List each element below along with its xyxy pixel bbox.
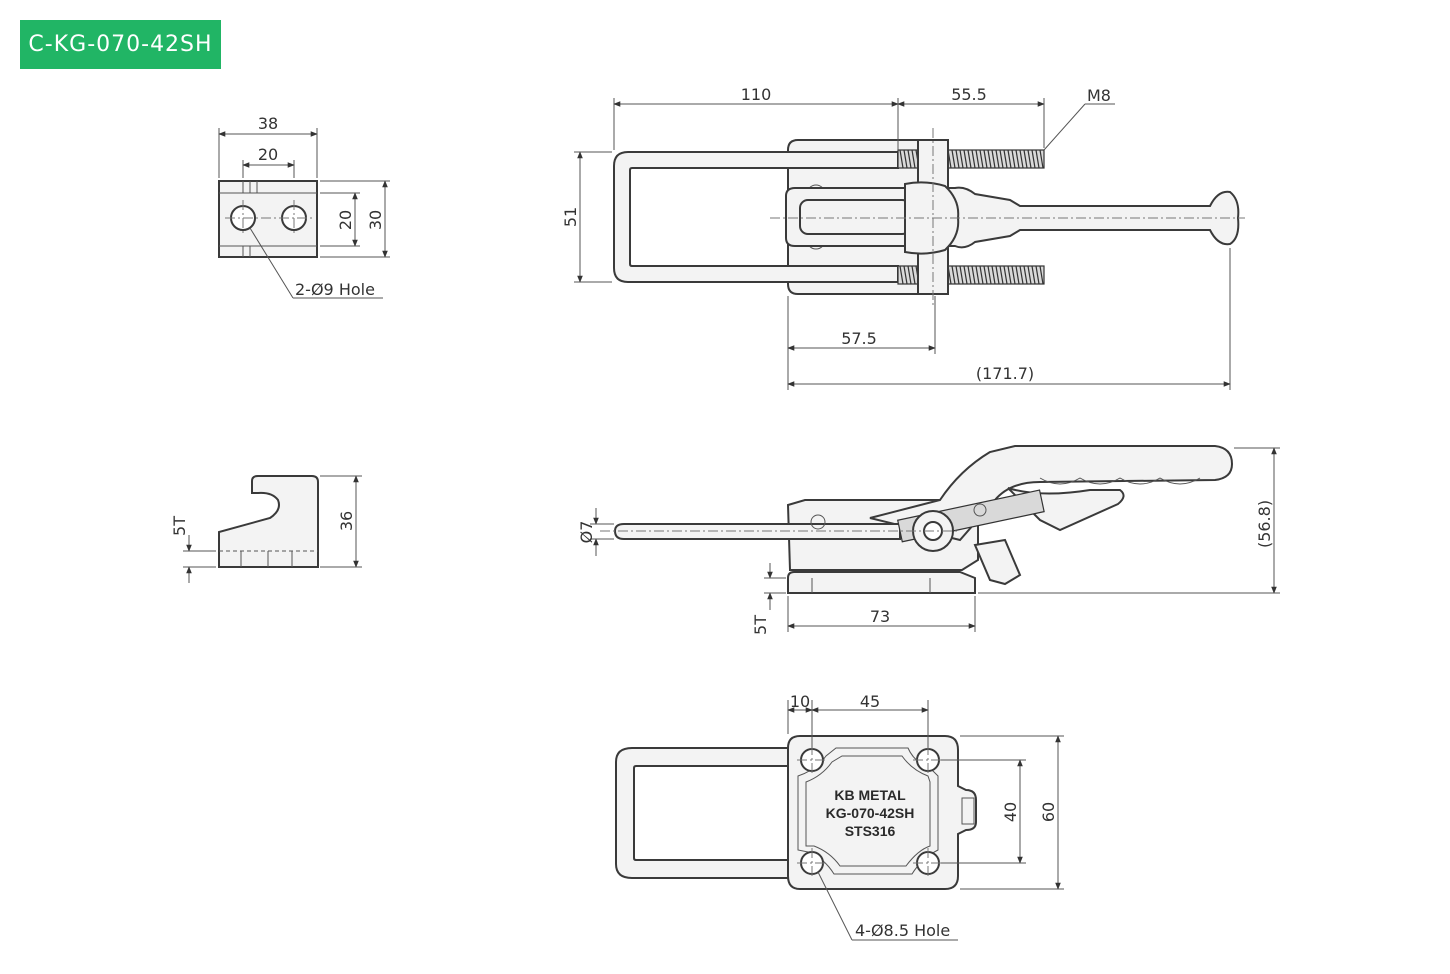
clamp-side-view: Ø7 5T 73 (56.8) [577,445,1280,635]
clip-thickness-dim: 5T [170,516,189,536]
clip-hole-note: 2-Ø9 Hole [295,280,375,299]
thread-hatch [975,149,980,169]
thread-hatch [979,149,984,169]
thread-hatch [1023,265,1028,285]
thread-hatch [1011,149,1016,169]
hole-pitch-y-dim: 40 [1001,802,1020,822]
thread-hatch [911,265,916,285]
thread-hatch [975,265,980,285]
thread-hatch [971,265,976,285]
overall-length-dim: (171.7) [976,364,1034,383]
handle-length-dim: 110 [741,85,772,104]
thread-hatch [911,149,916,169]
clip-front-view: 38 20 20 30 2-Ø9 Hole [218,114,390,299]
thread-hatch [1027,265,1032,285]
thread-hatch [1007,149,1012,169]
thread-hatch [1015,265,1020,285]
thread-hatch [903,149,908,169]
base-to-pivot-dim: 57.5 [841,329,877,348]
thread-hatch [959,149,964,169]
plate-thickness-dim: 5T [751,615,770,635]
thread-hatch [955,149,960,169]
thread-hatch [963,265,968,285]
mount-holes [797,745,943,878]
thread-length-dim: 55.5 [951,85,987,104]
thread-hatch [907,149,912,169]
thread-hatch [991,265,996,285]
thread-hatch [1007,265,1012,285]
thread-hatch [899,265,904,285]
thread-hatch [979,265,984,285]
thread-hatch [1011,265,1016,285]
thread-hatch [1039,265,1044,285]
thread-hatch [1027,149,1032,169]
thread-hatch [1023,149,1028,169]
mount-hole-note: 4-Ø8.5 Hole [855,921,950,940]
thread-size-label: M8 [1087,86,1111,105]
rod-diameter-dim: Ø7 [577,521,596,544]
overall-height-dim: (56.8) [1255,500,1274,548]
thread-hatch [971,149,976,169]
engraving-line-3: STS316 [845,823,896,839]
thread-hatch [1039,149,1044,169]
thread-hatch [1003,149,1008,169]
engraving-line-1: KB METAL [834,787,906,803]
thread-hatch [903,265,908,285]
thread-hatch [1003,265,1008,285]
clip-hole-pitch-dim: 20 [258,145,278,164]
hole-pitch-x-dim: 45 [860,692,880,711]
loop-width-dim: 51 [561,207,580,227]
thread-hatch [951,265,956,285]
clamp-top-view: 110 55.5 M8 51 57.5 (171.7) [561,85,1245,390]
thread-hatch [1031,149,1036,169]
plate-height-dim: 60 [1039,802,1058,822]
thread-hatch [995,265,1000,285]
thread-hatch [1019,265,1024,285]
base-length-dim: 73 [870,607,890,626]
thread-hatch [907,265,912,285]
thread-hatch [963,149,968,169]
model-title-badge: C-KG-070-42SH [20,20,221,69]
thread-hatch [991,149,996,169]
clip-inner-height-dim: 20 [336,210,355,230]
thread-hatch [983,265,988,285]
thread-hatch [1035,265,1040,285]
thread-hatch [955,265,960,285]
clip-side-view: 36 5T [170,475,362,583]
thread-hatch [1015,149,1020,169]
thread-hatch [999,265,1004,285]
thread-hatch [987,265,992,285]
thread-hatch [983,149,988,169]
clip-width-dim: 38 [258,114,278,133]
thread-hatch [987,149,992,169]
clamp-bottom-view: KB METAL KG-070-42SH STS316 10 45 40 60 … [615,692,1064,941]
thread-hatch [959,265,964,285]
clip-height-dim: 36 [337,511,356,531]
thread-hatch [967,149,972,169]
thread-hatch [951,149,956,169]
thread-hatch [999,149,1004,169]
engraving-line-2: KG-070-42SH [826,805,915,821]
thread-hatch [967,265,972,285]
thread-hatch [995,149,1000,169]
clip-outer-height-dim: 30 [366,210,385,230]
thread-hatch [899,149,904,169]
thread-hatch [1035,149,1040,169]
thread-hatch [1031,265,1036,285]
thread-hatch [1019,149,1024,169]
edge-offset-dim: 10 [790,692,810,711]
